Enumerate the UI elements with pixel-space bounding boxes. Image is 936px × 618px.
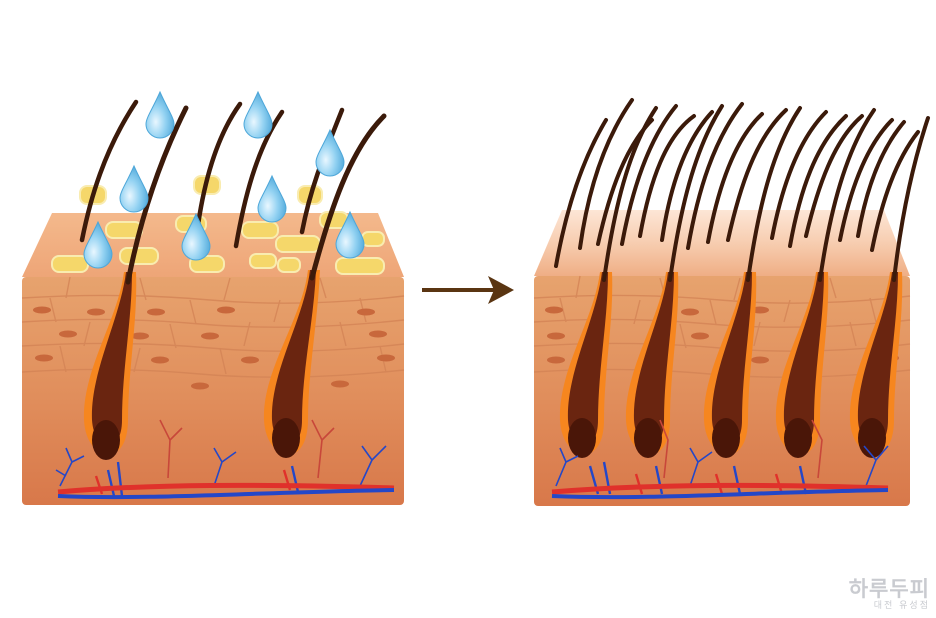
vein-after [551, 488, 889, 500]
hair-follicle-before-2 [263, 113, 387, 458]
after-panel [533, 98, 930, 506]
transition-arrow [422, 276, 514, 304]
capillaries-before [55, 419, 387, 497]
artery-before [57, 482, 395, 495]
skin-block-before [22, 277, 404, 505]
scalp-surface-after [534, 210, 910, 276]
artery-after [551, 482, 889, 495]
hair-follicle-after-4 [775, 272, 829, 458]
watermark-title: 하루두피 [848, 577, 930, 601]
vein-before [57, 488, 395, 500]
hair-follicle-after-1 [559, 272, 613, 458]
watermark: 하루두피 대전 유성점 [849, 578, 930, 612]
watermark-subtitle: 대전 유성점 [873, 601, 930, 611]
hair-follicle-after-3 [703, 272, 757, 458]
water-droplets [83, 90, 365, 269]
hair-follicle-after-5 [849, 272, 903, 458]
hair-follicle-after-2 [625, 272, 679, 458]
before-panel [21, 90, 405, 505]
epidermis-cells-before [21, 276, 405, 378]
cell-nuclei-before [33, 306, 395, 390]
dense-hairs [554, 98, 930, 282]
hair-follicle-before-1 [83, 105, 189, 460]
